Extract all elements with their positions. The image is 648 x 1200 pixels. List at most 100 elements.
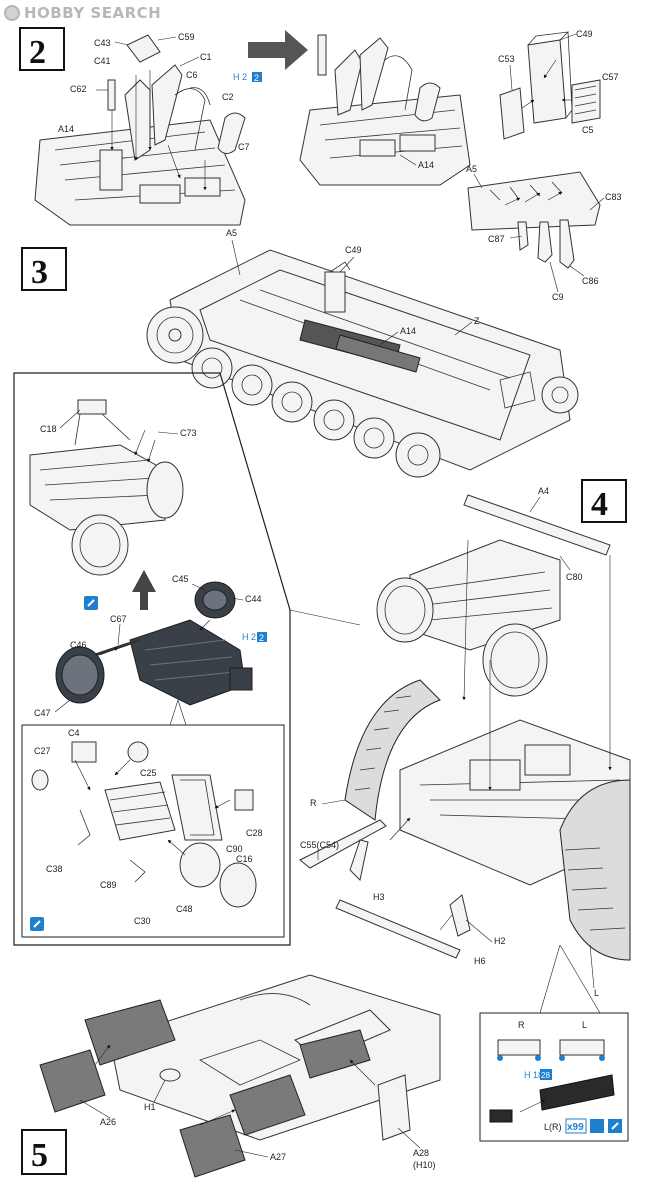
track-paint-badge-code: 28: [541, 1071, 550, 1080]
step-5-number: 5: [31, 1137, 48, 1174]
label-c49: C49: [345, 245, 362, 255]
label-c73: C73: [180, 428, 197, 438]
step-3-number: 3: [31, 254, 48, 291]
step-3-floor-grating: [299, 319, 421, 373]
paint-code-h2-inset: H 2: [242, 632, 256, 642]
label-c7: C7: [238, 142, 250, 152]
step-3-idler: [541, 376, 579, 414]
label-a27: A27: [270, 1152, 286, 1162]
label-h2: H2: [494, 936, 506, 946]
label-l: L: [594, 988, 599, 998]
watermark: HOBBY SEARCH: [4, 2, 161, 24]
glue-icon: [590, 1119, 604, 1133]
label-c90: C90: [226, 844, 243, 854]
label-c87: C87: [488, 234, 505, 244]
step-3-road-wheels: [191, 347, 441, 478]
step-2-progress-arrow: [248, 30, 308, 70]
label-h3: H3: [373, 892, 385, 902]
step-4-track-left: [559, 779, 631, 961]
paint-code-h2: H 2: [233, 72, 247, 82]
label-c6: C6: [186, 70, 198, 80]
label-a5-sub: A5: [466, 164, 477, 174]
step-2: 2 C43 C59 C41 C1 C6: [19, 27, 622, 302]
paint-badge-inset: H 2 2: [242, 632, 267, 643]
paint-badge-icon: [252, 72, 262, 82]
track-paint-code: H 18: [524, 1070, 543, 1080]
label-a5: A5: [226, 228, 237, 238]
label-c28: C28: [246, 828, 263, 838]
label-a14-step3: A14: [400, 326, 416, 336]
step-4-number: 4: [591, 486, 608, 523]
label-c48: C48: [176, 904, 193, 914]
transmission-inset: C18 C73 C45 C44 C67 C46 C47: [13, 372, 361, 946]
step-2-subassembly-box: C49 C53 C57 C5: [498, 29, 619, 140]
label-a28: A28: [413, 1148, 429, 1158]
label-c25: C25: [140, 768, 157, 778]
label-h6: H6: [474, 956, 486, 966]
step-4-box: [581, 479, 627, 523]
paint-badge-step2: H 2 2: [233, 72, 262, 83]
label-c49-sub: C49: [576, 29, 593, 39]
step-3-labels: A5 C49 A14 Z: [226, 228, 480, 346]
track-links-box: R L H 18 28 L(R) x99: [479, 944, 629, 1142]
label-a14: A14: [58, 124, 74, 134]
track-count-label: L(R): [544, 1122, 562, 1132]
label-c9: C9: [552, 292, 564, 302]
label-a26: A26: [100, 1117, 116, 1127]
label-c83: C83: [605, 192, 622, 202]
track-count: x99: [567, 1122, 584, 1133]
track-paint-badge-icon: [540, 1069, 552, 1080]
label-c1: C1: [200, 52, 212, 62]
label-c57: C57: [602, 72, 619, 82]
paint-badge-code-inset: 2: [259, 633, 264, 643]
label-c5: C5: [582, 125, 594, 135]
label-c27: C27: [34, 746, 51, 756]
label-c53: C53: [498, 54, 515, 64]
step-4-track-right: [344, 679, 441, 821]
label-c18: C18: [40, 424, 57, 434]
label-c62: C62: [70, 84, 87, 94]
label-c86: C86: [582, 276, 599, 286]
label-c89: C89: [100, 880, 117, 890]
track-link-l: [559, 1039, 605, 1061]
paint-badge-code: 2: [254, 73, 259, 83]
label-c41: C41: [94, 56, 111, 66]
label-c47: C47: [34, 708, 51, 718]
label-c46: C46: [70, 640, 87, 650]
track-link-r: [497, 1039, 541, 1061]
step-5-labels: H1 A26 A27 A28 (H10): [79, 1079, 436, 1170]
step-2-subassembly-a5: A5 C83 C87 C9 C86: [466, 164, 622, 302]
step-4-hull-rear: R C55(C54) H3 H2 H6 L: [299, 539, 631, 998]
label-c44: C44: [245, 594, 262, 604]
label-c59: C59: [178, 32, 195, 42]
track-single-link: [489, 1109, 513, 1123]
label-a4: A4: [538, 486, 549, 496]
inset-up-arrow: [132, 570, 156, 610]
step-3: 3: [21, 228, 579, 478]
label-c16: C16: [236, 854, 253, 864]
label-a14-result: A14: [418, 160, 434, 170]
label-c67: C67: [110, 614, 127, 624]
label-c45: C45: [172, 574, 189, 584]
track-run-dark: [539, 1074, 615, 1111]
step-2-result: A14: [299, 34, 471, 186]
step-3-box: [21, 247, 67, 291]
label-c4: C4: [68, 728, 80, 738]
step-2-box: [19, 27, 65, 71]
paint-badge-icon-inset: [257, 632, 267, 642]
label-h10: (H10): [413, 1160, 436, 1170]
label-h1: H1: [144, 1102, 156, 1112]
label-c30: C30: [134, 916, 151, 926]
label-z: Z: [474, 316, 480, 326]
step-5-engine-decks: [39, 999, 376, 1178]
watermark-text: HOBBY SEARCH: [24, 4, 162, 22]
step-4-upper-assembly: A4 C80: [376, 486, 611, 697]
paint-icon-inset-top: [84, 596, 98, 610]
step-3-hull: [146, 249, 579, 478]
step-2-number: 2: [29, 34, 46, 71]
step-5-box: [21, 1129, 67, 1175]
label-c43: C43: [94, 38, 111, 48]
step-5-rear-plate: [377, 1074, 411, 1141]
track-count-box: [565, 1118, 587, 1134]
